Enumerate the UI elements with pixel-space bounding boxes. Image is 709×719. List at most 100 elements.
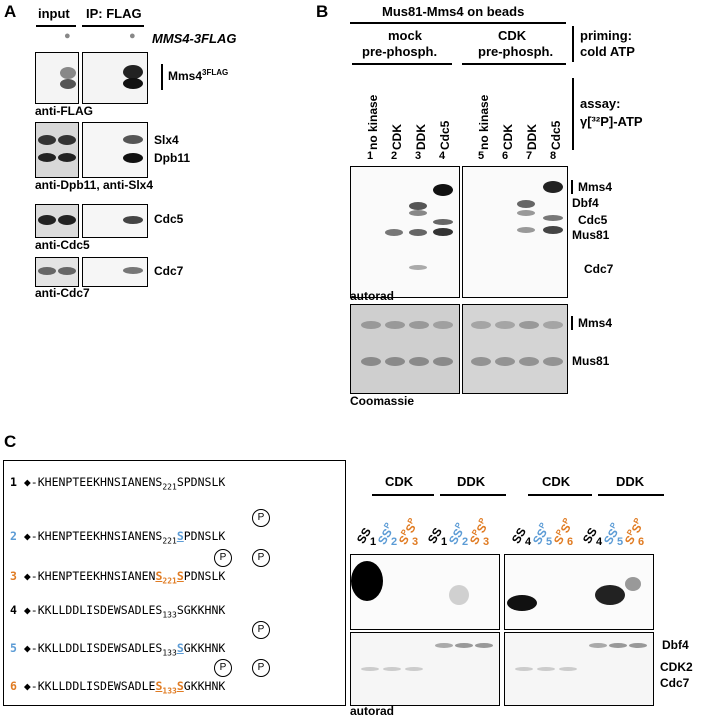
kinase-header-1: CDK [385,474,414,489]
panel-b-label: B [316,2,329,21]
c-lane-num: 5 [545,536,553,548]
assay-line1: assay: [580,96,621,111]
band-cdc5-b: Cdc5 [578,213,608,227]
phospho-mark-3b: P [252,549,270,567]
input-bracket [36,25,76,27]
header-input: input [38,6,70,21]
blot-dpb11-ip [82,122,148,178]
band-cdc7-a: Cdc7 [154,264,184,278]
group-mock-line2: pre-phosph. [362,44,438,59]
phospho-mark-6a: P [214,659,232,677]
peptide-box: 1 ◆-KHENPTEEKHNSIANENS221SPDNSLK P 2 ◆-K… [3,460,346,706]
autorad-label-b: autorad [350,289,395,303]
group-cdk-line1: CDK [498,28,527,43]
phospho-mark-5b: P [252,621,270,639]
mms4-bracket-b [571,180,573,194]
lane-label-1: no kinase [366,94,380,150]
lane-num-8: 8 [549,150,557,162]
lane-num-6: 6 [501,150,509,162]
blot-cdc5-input [35,204,79,238]
antibody-flag: anti-FLAG [35,104,93,118]
lane-label-8: Cdc5 [549,120,563,150]
c-lane-num: 4 [595,536,603,548]
c-lane-num: 3 [482,536,490,548]
c-blot-top-left [350,554,500,630]
c-autorad-label: autorad [350,704,395,718]
c-band-cdk2: CDK2 [660,660,693,674]
band-mms4-3flag: Mms43FLAG [168,68,229,83]
autorad-blot-cdk [462,166,568,298]
blot-dpb11-input [35,122,79,178]
c-lane-num: 1 [440,536,448,548]
antibody-cdc5: anti-Cdc5 [35,238,90,252]
lane-label-4: Cdc5 [438,120,452,150]
c-lane-num: 4 [524,536,532,548]
band-dpb11: Dpb11 [154,151,191,165]
phospho-mark-3a: P [214,549,232,567]
blot-flag-input [35,52,79,104]
kinase-bracket-2 [440,494,506,496]
lane-num-5: 5 [477,150,485,162]
c-lane-num: 5 [616,536,624,548]
panel-a-label: A [4,2,17,21]
panel-b-title: Mus81-Mms4 on beads [382,4,525,19]
coom-band-mms4: Mms4 [578,316,613,330]
coomassie-label: Coomassie [350,394,415,408]
coomassie-blot-mock [350,304,460,394]
phospho-mark-6b: P [252,659,270,677]
dot-marker-ip: ● [129,30,136,42]
band-dbf4-b: Dbf4 [572,196,599,210]
kinase-bracket-1 [372,494,434,496]
dot-marker-input: ● [64,30,71,42]
band-cdc5-a: Cdc5 [154,212,184,226]
c-lane-num: 2 [390,536,398,548]
coomassie-blot-cdk [462,304,568,394]
lane-label-7: DDK [525,124,539,150]
group-cdk-bracket [462,63,566,65]
header-ip-flag: IP: FLAG [86,6,142,21]
lane-num-3: 3 [414,150,422,162]
c-blot-bottom-right [504,632,654,706]
priming-line2: cold ATP [580,44,635,59]
lane-num-2: 2 [390,150,398,162]
priming-line1: priming: [580,28,632,43]
kinase-bracket-3 [528,494,592,496]
kinase-header-2: DDK [457,474,486,489]
peptide-row-4: 4 ◆-KKLLDDLISDEWSADLES133SGKKHNK [10,603,226,620]
peptide-row-6: 6 ◆-KKLLDDLISDEWSADLES133SGKKHNK [10,679,226,696]
c-blot-bottom-left [350,632,500,706]
lane-num-4: 4 [438,150,446,162]
peptide-row-2: 2 ◆-KHENPTEEKHNSIANENS221SPDNSLK [10,529,226,546]
coom-mms4-bracket [571,316,573,330]
c-lane-num: 6 [637,536,645,548]
blot-flag-ip [82,52,148,104]
kinase-bracket-4 [598,494,664,496]
c-lane-num: 3 [411,536,419,548]
group-mock-line1: mock [388,28,422,43]
title-underline [350,22,566,24]
autorad-blot-mock [350,166,460,298]
lane-label-3: DDK [414,124,428,150]
lane-label-5: no kinase [477,94,491,150]
coom-band-mus81: Mus81 [572,354,610,368]
assay-line2: γ[³²P]-ATP [580,114,643,129]
antibody-dpb11-slx4: anti-Dpb11, anti-Slx4 [35,178,154,192]
lane-num-1: 1 [366,150,374,162]
priming-divider [572,26,574,62]
peptide-row-1: 1 ◆-KHENPTEEKHNSIANENS221SPDNSLK [10,475,226,492]
blot-cdc7-ip [82,257,148,287]
band-mus81-b: Mus81 [572,228,610,242]
kinase-header-4: DDK [616,474,645,489]
band-cdc7-b: Cdc7 [584,262,614,276]
lane-label-2: CDK [390,124,404,150]
c-lane-num: 6 [566,536,574,548]
lane-label-6: CDK [501,124,515,150]
ip-bracket [82,25,144,27]
construct-label: MMS4-3FLAG [152,31,237,46]
c-lane-num: 1 [369,536,377,548]
group-cdk-line2: pre-phosph. [478,44,554,59]
assay-divider [572,78,574,150]
phospho-mark-2b: P [252,509,270,527]
antibody-cdc7: anti-Cdc7 [35,286,90,300]
peptide-row-3: 3 ◆-KHENPTEEKHNSIANENS221SPDNSLK [10,569,226,586]
